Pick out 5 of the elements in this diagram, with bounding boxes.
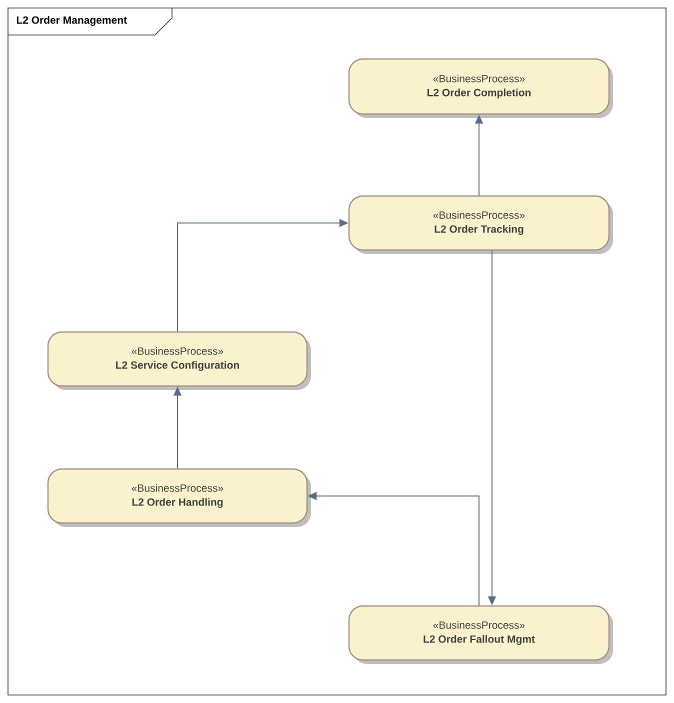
process-box: «BusinessProcess» L2 Order Fallout Mgmt [348, 605, 613, 664]
process-box: «BusinessProcess» L2 Order Tracking [348, 195, 613, 254]
process-box: «BusinessProcess» L2 Order Completion [348, 58, 613, 118]
process-box: «BusinessProcess» L2 Order Handling [47, 468, 311, 527]
process-box: «BusinessProcess» L2 Service Configuration [47, 331, 311, 390]
